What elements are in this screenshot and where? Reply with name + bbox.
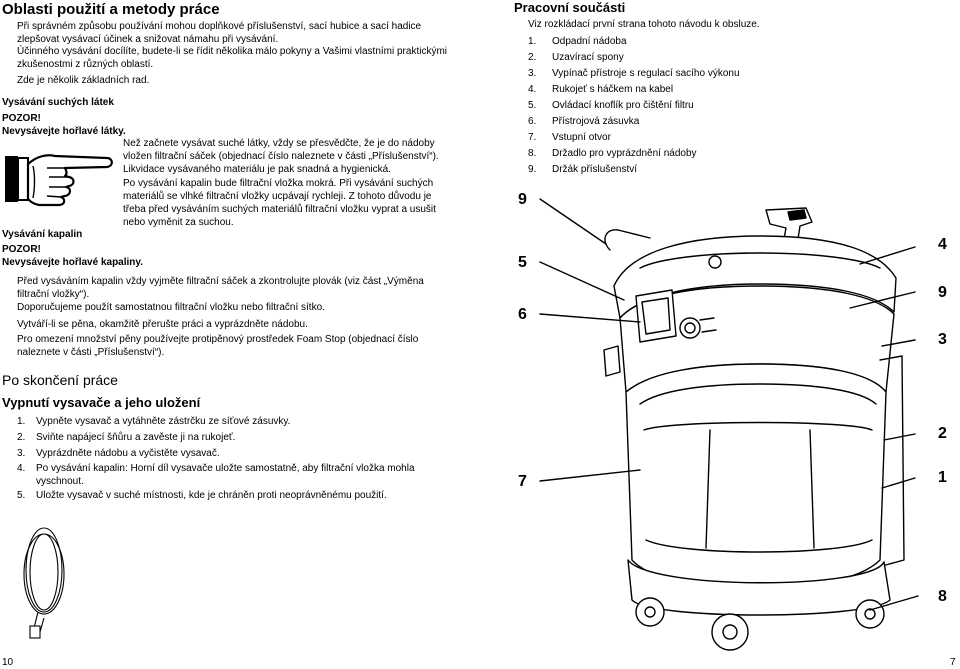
section-heading-liquid: Vysávání kapalin — [2, 229, 83, 240]
list-item: 9. Držák příslušenství — [528, 163, 637, 176]
page-title-right: Pracovní součásti — [514, 0, 626, 15]
list-item-number: 3. — [528, 68, 537, 79]
page-number-left: 10 — [2, 657, 14, 668]
list-item-number: 9. — [528, 164, 537, 175]
warning-label-dry: POZOR! — [2, 113, 41, 124]
list-item-text: Po vysávání kapalin: Horní díl vysavače … — [36, 463, 415, 487]
callout-2: 2 — [938, 425, 947, 442]
list-item-text: Držadlo pro vyprázdnění nádoby — [552, 148, 697, 159]
list-item: 1. Vypněte vysavač a vytáhněte zástrčku … — [17, 415, 290, 428]
list-item-text: Sviňte napájecí šňůru a zavěste ji na ru… — [36, 432, 236, 443]
intro-paragraph-1: Při správném způsobu používání mohou dop… — [17, 21, 422, 45]
liquid-paragraph-3: Vytváří-li se pěna, okamžitě přerušte pr… — [17, 319, 308, 330]
warning-label-liquid: POZOR! — [2, 244, 41, 255]
subsection-title-storage: Vypnutí vysavače a jeho uložení — [2, 395, 201, 410]
list-item: 6. Přístrojová zásuvka — [528, 115, 639, 128]
section-heading-dry: Vysávání suchých látek — [2, 97, 114, 108]
callout-3: 3 — [938, 331, 947, 348]
parts-intro: Viz rozkládací první strana tohoto návod… — [528, 19, 760, 30]
callout-1: 1 — [938, 469, 947, 486]
warning-text-liquid: Nevysávejte hořlavé kapaliny. — [2, 257, 144, 268]
list-item-text: Držák příslušenství — [552, 164, 638, 175]
list-item: 4. Po vysávání kapalin: Horní díl vysava… — [17, 462, 417, 488]
list-item: 3. Vyprázdněte nádobu a vyčistěte vysava… — [17, 447, 220, 460]
list-item-text: Uzavírací spony — [552, 52, 624, 63]
list-item-number: 4. — [17, 463, 26, 474]
list-item: 5. Ovládací knoflík pro čištění filtru — [528, 99, 694, 112]
list-item-number: 5. — [17, 490, 26, 501]
section-title-after-work: Po skončení práce — [2, 372, 118, 388]
list-item-number: 4. — [528, 84, 537, 95]
list-item-text: Přístrojová zásuvka — [552, 116, 640, 127]
list-item-number: 8. — [528, 148, 537, 159]
list-item-number: 6. — [528, 116, 537, 127]
callout-8: 8 — [938, 588, 947, 605]
callout-6: 6 — [518, 306, 527, 323]
page-number-right: 7 — [950, 657, 956, 668]
dry-paragraph-1: Než začnete vysávat suché látky, vždy se… — [123, 138, 439, 175]
list-item: 4. Rukojeť s háčkem na kabel — [528, 83, 673, 96]
list-item-number: 2. — [17, 432, 26, 443]
callout-9-right: 9 — [938, 284, 947, 301]
list-item-text: Vypněte vysavač a vytáhněte zástrčku ze … — [36, 416, 291, 427]
coiled-cable-illustration — [23, 527, 65, 639]
list-item-number: 7. — [528, 132, 537, 143]
intro-paragraph-2: Účinného vysávání docílíte, budete-li se… — [17, 46, 447, 70]
list-item: 8. Držadlo pro vyprázdnění nádoby — [528, 147, 697, 160]
list-item: 5. Uložte vysavač v suché místnosti, kde… — [17, 489, 387, 502]
callout-5: 5 — [518, 254, 527, 271]
page-title-left: Oblasti použití a metody práce — [2, 1, 220, 18]
list-item-text: Odpadní nádoba — [552, 36, 627, 47]
liquid-paragraph-2: Doporučujeme použít samostatnou filtračn… — [17, 302, 325, 313]
intro-paragraph-3: Zde je několik základních rad. — [17, 75, 150, 86]
list-item: 7. Vstupní otvor — [528, 131, 611, 144]
list-item-text: Vstupní otvor — [552, 132, 611, 143]
list-item-number: 2. — [528, 52, 537, 63]
list-item-text: Vypínač přístroje s regulací sacího výko… — [552, 68, 740, 79]
list-item: 2. Uzavírací spony — [528, 51, 624, 64]
pointing-hand-icon — [5, 154, 113, 207]
warning-text-dry: Nevysávejte hořlavé látky. — [2, 126, 126, 137]
list-item-number: 3. — [17, 448, 26, 459]
list-item: 3. Vypínač přístroje s regulací sacího vý… — [528, 67, 740, 80]
liquid-paragraph-4: Pro omezení množství pěny používejte pro… — [17, 334, 419, 358]
list-item-number: 1. — [528, 36, 537, 47]
list-item-text: Ovládací knoflík pro čištění filtru — [552, 100, 694, 111]
list-item-text: Rukojeť s háčkem na kabel — [552, 84, 674, 95]
list-item: 2. Sviňte napájecí šňůru a zavěste ji na… — [17, 431, 235, 444]
list-item-text: Vyprázdněte nádobu a vyčistěte vysavač. — [36, 448, 220, 459]
liquid-paragraph-1: Před vysáváním kapalin vždy vyjměte filt… — [17, 276, 424, 300]
list-item: 1. Odpadní nádoba — [528, 35, 627, 48]
list-item-number: 1. — [17, 416, 26, 427]
dry-paragraph-2: Po vysávání kapalin bude filtrační vložk… — [123, 178, 436, 228]
callout-4: 4 — [938, 236, 947, 253]
list-item-text: Uložte vysavač v suché místnosti, kde je… — [36, 490, 387, 501]
callout-9: 9 — [518, 191, 527, 208]
list-item-number: 5. — [528, 100, 537, 111]
callout-7: 7 — [518, 473, 527, 490]
